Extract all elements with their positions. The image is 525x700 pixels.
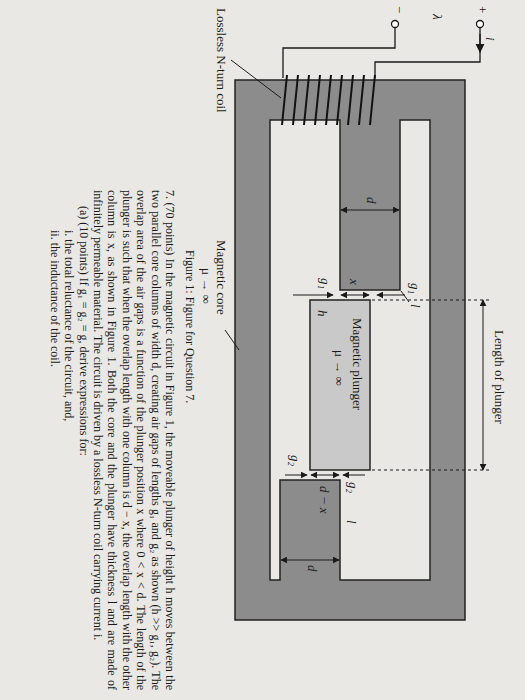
current-label: i xyxy=(483,37,498,41)
terminal-label: + xyxy=(475,6,490,13)
coil-wires xyxy=(283,21,484,79)
gap-label: g₂ xyxy=(288,455,303,466)
magnetic-plunger xyxy=(310,300,370,470)
coil-turn xyxy=(293,75,298,125)
question-text: 7. (70 points) In the magnetic circuit i… xyxy=(47,190,177,690)
magnetic-core xyxy=(235,80,465,620)
coil-turn xyxy=(370,75,375,125)
dimension-label: x xyxy=(347,279,362,285)
terminal-label: − xyxy=(392,6,407,13)
permeability-label: μ → ∞ xyxy=(199,268,214,304)
part-name: Magnetic core xyxy=(214,240,229,315)
permeability-label: μ → ∞ xyxy=(332,350,347,386)
coil-windings xyxy=(282,75,375,125)
part-name: Lossless N-turn coil xyxy=(214,8,229,113)
coil-turn xyxy=(282,75,287,125)
part-name: Magnetic plunger xyxy=(350,318,365,410)
question-paragraph: (a) (10 points) If g₁ = g₂ = g, derive e… xyxy=(76,190,90,690)
flux-linkage-label: λ xyxy=(430,14,445,20)
gap-label: g₁ xyxy=(408,283,423,294)
dimension-lines xyxy=(225,60,489,560)
dimension-label: d xyxy=(305,565,320,572)
dimension-label: d xyxy=(364,197,379,204)
question-paragraph: i. the total reluctance of the circuit, … xyxy=(62,190,76,690)
question-paragraph: ii. the inductance of the coil. xyxy=(47,190,61,690)
coil-turn xyxy=(304,75,309,125)
figure-caption: Figure 1: Figure for Question 7. xyxy=(182,250,197,403)
dimension-label: h xyxy=(315,310,330,317)
coil-turn xyxy=(348,75,353,125)
coil-turn xyxy=(337,75,342,125)
coil-turn xyxy=(315,75,320,125)
thickness-label: l xyxy=(344,520,359,524)
gap-label: g₁ xyxy=(318,278,333,289)
gap-label: g₂ xyxy=(346,482,361,493)
thickness-label: l xyxy=(408,304,423,308)
question-paragraph: 7. (70 points) In the magnetic circuit i… xyxy=(91,190,177,690)
dimension-label: d − x xyxy=(317,486,332,514)
coil-turn xyxy=(359,75,364,125)
coil-turn xyxy=(326,75,331,125)
dimension-label: Length of plunger xyxy=(492,330,507,424)
